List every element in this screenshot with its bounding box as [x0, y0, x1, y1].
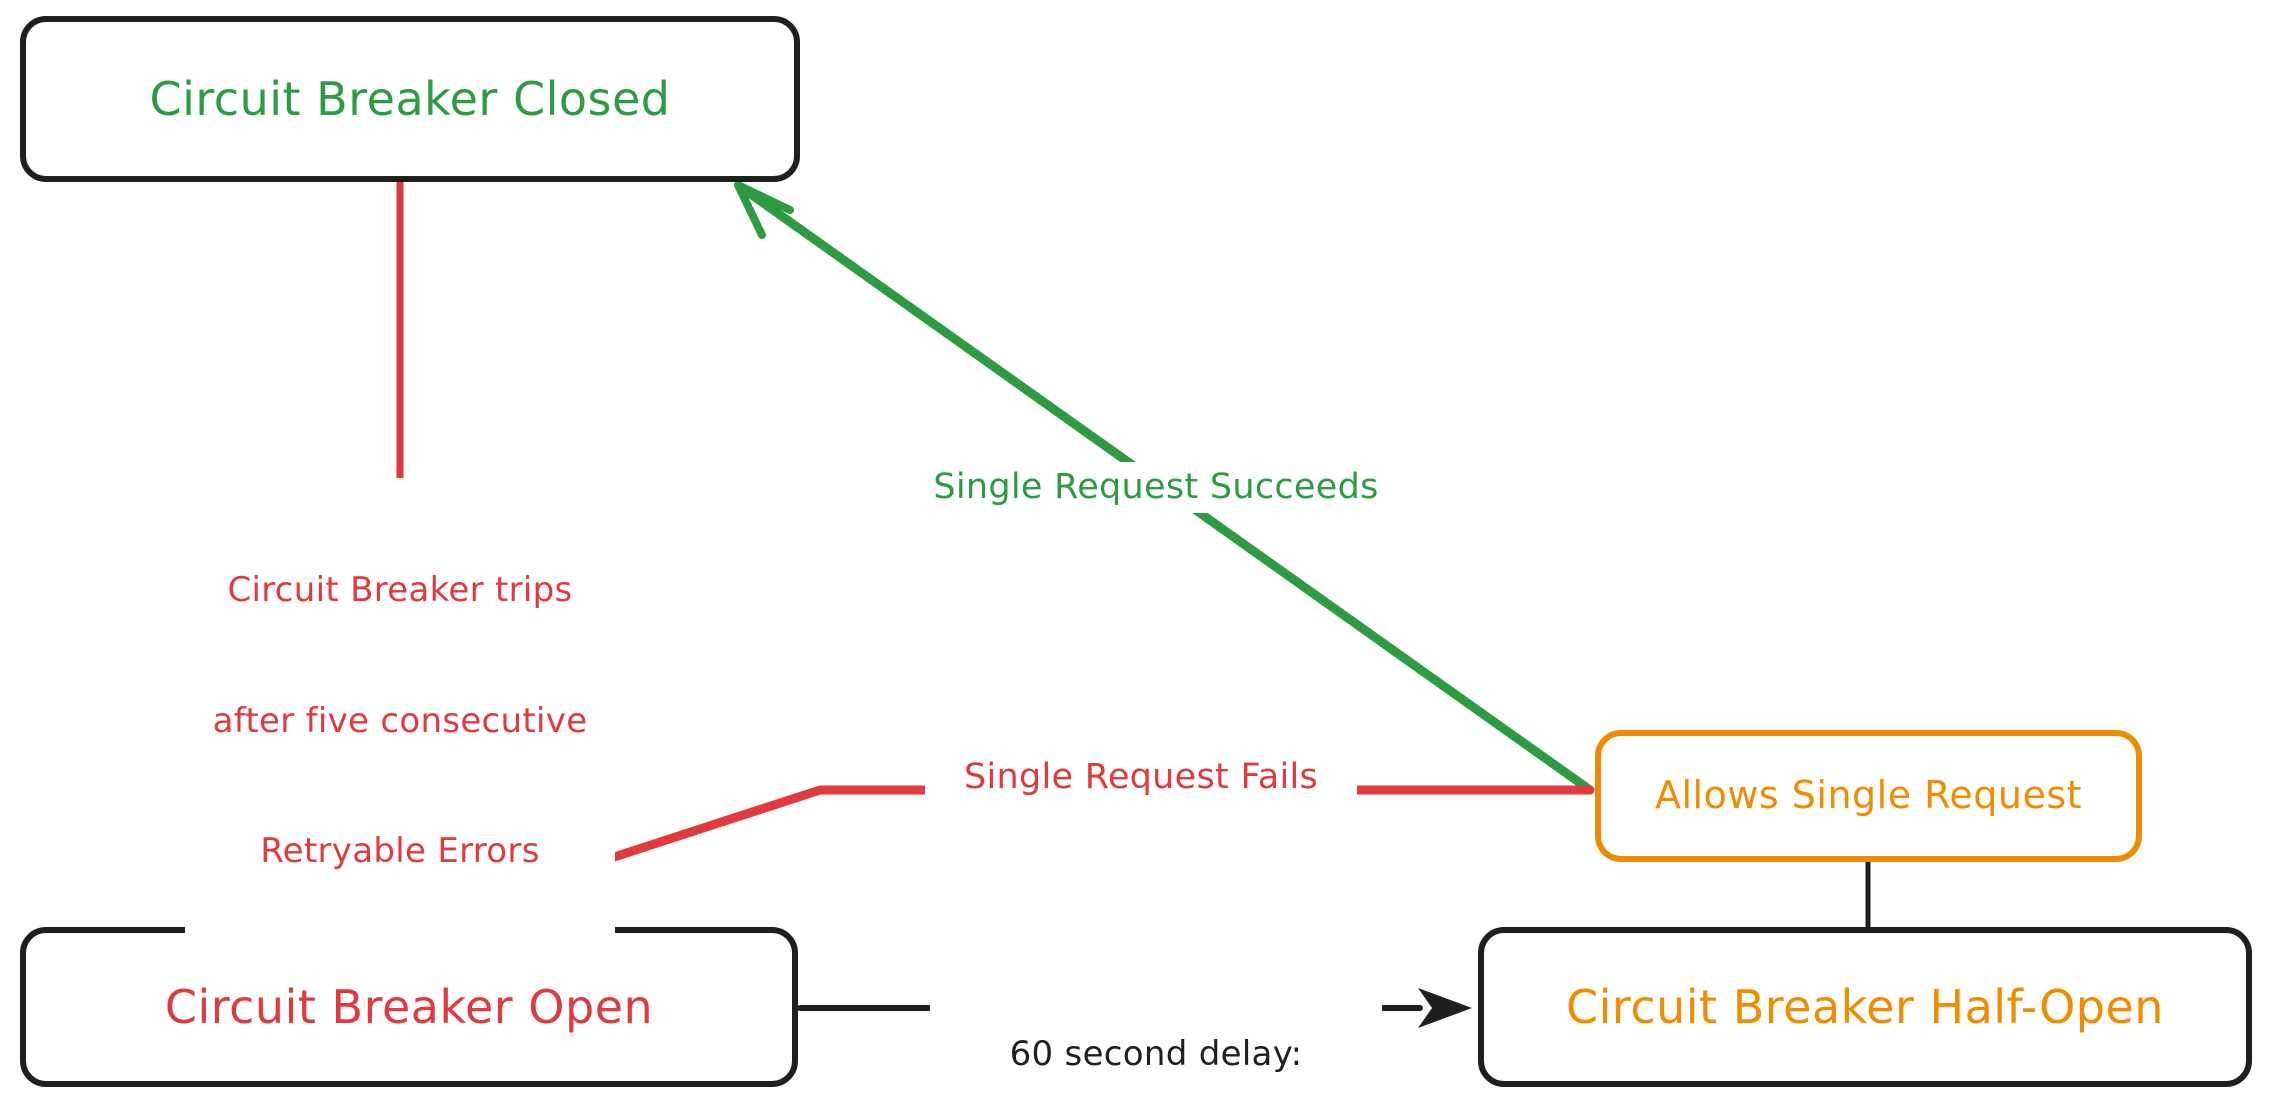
edge-label-trips-line2: after five consecutive: [212, 700, 588, 741]
node-closed-label: Circuit Breaker Closed: [149, 71, 671, 126]
edge-label-closed-to-open: Circuit Breaker trips after five consecu…: [185, 478, 615, 965]
edge-label-delay-line1: 60 second delay:: [1009, 1034, 1303, 1075]
node-allows-single-request[interactable]: Allows Single Request: [1595, 730, 2142, 862]
edge-label-trips-line3: Retryable Errors: [260, 831, 540, 872]
edge-label-allows-to-closed: Single Request Succeeds: [900, 462, 1412, 513]
node-circuit-breaker-closed[interactable]: Circuit Breaker Closed: [20, 16, 800, 182]
node-circuit-breaker-half-open[interactable]: Circuit Breaker Half-Open: [1478, 927, 2252, 1087]
node-circuit-breaker-open[interactable]: Circuit Breaker Open: [20, 927, 798, 1087]
node-allows-label: Allows Single Request: [1654, 773, 2083, 818]
node-open-label: Circuit Breaker Open: [164, 979, 654, 1034]
edge-label-open-to-half-open: 60 second delay: No requests allowed: [930, 943, 1382, 1107]
node-half-open-label: Circuit Breaker Half-Open: [1566, 979, 2164, 1034]
edge-label-trips-line1: Circuit Breaker trips: [227, 570, 573, 611]
edge-label-allows-to-open: Single Request Fails: [925, 752, 1357, 803]
